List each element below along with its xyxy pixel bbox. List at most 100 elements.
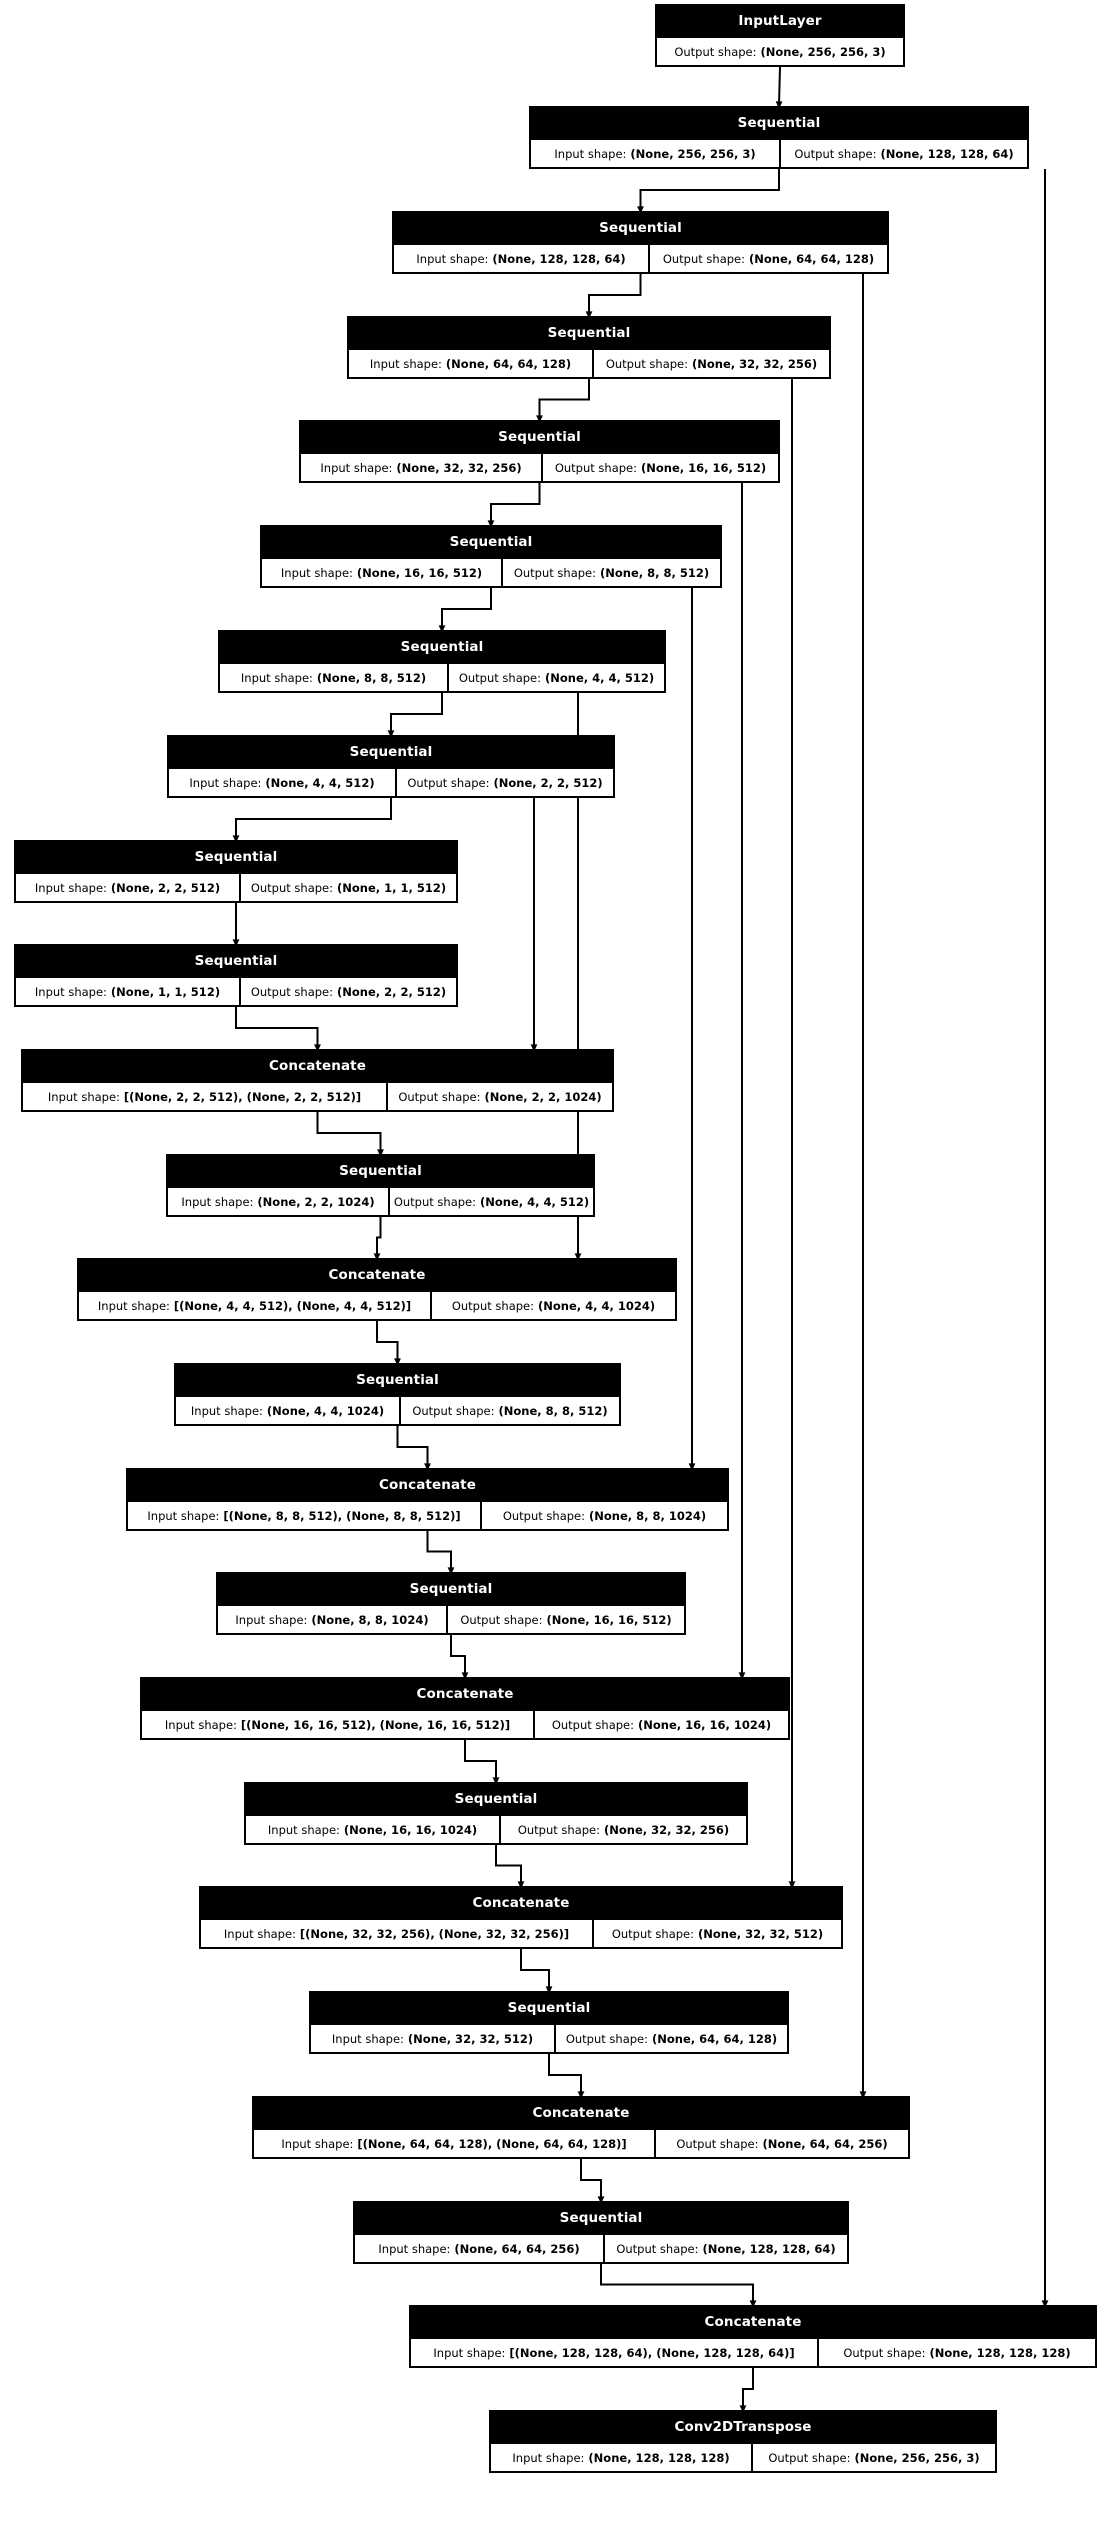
node-shape-row: Input shape:[(None, 128, 128, 64), (None… [411,2337,1095,2366]
input-shape-value: (None, 2, 2, 512) [110,880,221,895]
output-shape-label: Output shape: [616,2241,699,2256]
edge-n10-to-n11 [316,1112,384,1157]
input-shape-value: (None, 128, 128, 128) [588,2450,730,2465]
node-input-shape: Input shape:(None, 8, 8, 1024) [218,1604,448,1633]
node-title: Conv2DTranspose [491,2412,995,2442]
node-output-shape: Output shape:(None, 32, 32, 256) [594,348,829,377]
node-output-shape: Output shape:(None, 16, 16, 512) [448,1604,684,1633]
edge-n20-to-n21 [580,2159,605,2204]
node-output-shape: Output shape:(None, 128, 128, 64) [605,2233,847,2262]
node-title: Sequential [16,842,456,872]
node-title: Concatenate [254,2098,908,2128]
node-output-shape: Output shape:(None, 8, 8, 512) [401,1395,619,1424]
output-shape-value: (None, 1, 1, 512) [337,880,447,895]
node-shape-row: Input shape:[(None, 16, 16, 512), (None,… [142,1709,788,1738]
output-shape-value: (None, 64, 64, 256) [762,2136,888,2151]
node-title: InputLayer [657,6,903,36]
output-shape-value: (None, 4, 4, 1024) [538,1298,656,1313]
output-shape-value: (None, 32, 32, 256) [604,1822,730,1837]
node-input-shape: Input shape:(None, 64, 64, 128) [349,348,594,377]
input-shape-value: (None, 128, 128, 64) [492,251,626,266]
node-output-shape: Output shape:(None, 2, 2, 512) [241,976,456,1005]
input-shape-label: Input shape: [433,2345,506,2360]
output-shape-label: Output shape: [412,1403,495,1418]
input-shape-label: Input shape: [189,775,262,790]
input-shape-label: Input shape: [235,1612,308,1627]
node-title: Concatenate [128,1470,727,1500]
output-shape-value: (None, 64, 64, 128) [652,2031,778,2046]
input-shape-value: (None, 8, 8, 1024) [311,1612,429,1627]
input-shape-value: [(None, 32, 32, 256), (None, 32, 32, 256… [299,1926,570,1941]
node-input-shape: Input shape:(None, 128, 128, 128) [491,2442,753,2471]
output-shape-label: Output shape: [451,1298,535,1313]
node-title: Sequential [169,737,613,767]
node-shape-row: Input shape:[(None, 4, 4, 512), (None, 4… [79,1290,675,1319]
node-input-shape: Input shape:[(None, 4, 4, 512), (None, 4… [79,1290,432,1319]
node-shape-row: Output shape:(None, 256, 256, 3) [657,36,903,65]
edge-n4-to-n5 [487,483,541,528]
input-shape-label: Input shape: [164,1717,237,1732]
node-shape-row: Input shape:(None, 128, 128, 64)Output s… [394,243,887,272]
node-input-shape: Input shape:(None, 8, 8, 512) [220,662,449,691]
output-shape-value: (None, 256, 256, 3) [760,44,886,59]
node-shape-row: Input shape:(None, 128, 128, 128)Output … [491,2442,995,2471]
node-output-shape: Output shape:(None, 64, 64, 128) [556,2023,787,2052]
node-shape-row: Input shape:[(None, 64, 64, 128), (None,… [254,2128,908,2157]
edge-n14-to-n15 [426,1531,455,1575]
node-output-shape: Output shape:(None, 32, 32, 256) [501,1814,746,1843]
node-input-shape: Input shape:(None, 16, 16, 512) [262,557,503,586]
output-shape-label: Output shape: [605,356,689,371]
output-shape-value: (None, 8, 8, 1024) [589,1508,707,1523]
node-title: Sequential [246,1784,746,1814]
output-shape-label: Output shape: [513,565,597,580]
output-shape-label: Output shape: [554,460,638,475]
input-shape-label: Input shape: [281,2136,354,2151]
input-shape-value: (None, 32, 32, 256) [396,460,522,475]
edge-n6-to-n7 [387,693,443,738]
output-shape-value: (None, 2, 2, 1024) [484,1089,602,1104]
input-shape-label: Input shape: [554,146,627,161]
node-input-shape: Input shape:(None, 32, 32, 512) [311,2023,556,2052]
input-shape-value: (None, 64, 64, 256) [454,2241,580,2256]
node-shape-row: Input shape:(None, 2, 2, 1024)Output sha… [168,1186,593,1215]
edge-n11-to-n12 [373,1217,382,1261]
output-shape-value: (None, 4, 4, 512) [545,670,655,685]
node-output-shape: Output shape:(None, 64, 64, 128) [650,243,887,272]
node-output-shape: Output shape:(None, 32, 32, 512) [594,1918,841,1947]
node-input-shape: Input shape:(None, 64, 64, 256) [355,2233,605,2262]
output-shape-value: (None, 4, 4, 512) [480,1194,590,1209]
edge-n21-to-n22 [600,2264,757,2308]
node-title: Sequential [220,632,664,662]
node-title: Concatenate [201,1888,841,1918]
node-shape-row: Input shape:(None, 16, 16, 1024)Output s… [246,1814,746,1843]
edge-n19-to-n20 [548,2054,585,2099]
output-shape-value: (None, 128, 128, 64) [880,146,1014,161]
output-shape-label: Output shape: [517,1822,601,1837]
node-input-shape: Input shape:[(None, 8, 8, 512), (None, 8… [128,1500,482,1529]
input-shape-label: Input shape: [240,670,313,685]
node-input-shape: Input shape:(None, 16, 16, 1024) [246,1814,501,1843]
input-shape-label: Input shape: [181,1194,254,1209]
node-shape-row: Input shape:(None, 32, 32, 512)Output sh… [311,2023,787,2052]
output-shape-label: Output shape: [502,1508,586,1523]
output-shape-label: Output shape: [794,146,877,161]
input-shape-label: Input shape: [369,356,442,371]
output-shape-label: Output shape: [565,2031,649,2046]
node-output-shape: Output shape:(None, 128, 128, 64) [781,138,1027,167]
